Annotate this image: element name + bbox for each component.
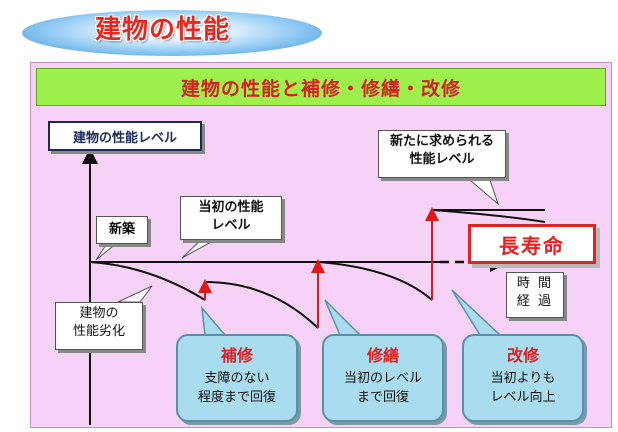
- pointer-degradation: [117, 285, 153, 303]
- pointer-callout-1: [200, 305, 227, 336]
- degradation-curve-1: [89, 261, 206, 301]
- callout-renovation: 修繕 当初のレベル まで回復: [322, 334, 444, 422]
- header-band: 建物の性能と補修・修繕・改修: [36, 68, 606, 106]
- header-text: 建物の性能と補修・修繕・改修: [180, 77, 461, 100]
- degradation-curve-2: [204, 281, 319, 329]
- degradation-curve-4: [431, 209, 546, 223]
- pointer-callout-2: [324, 299, 362, 336]
- title-oval: [22, 10, 322, 56]
- page-title: 建物の性能: [95, 15, 231, 45]
- longevity-label: 長寿命: [468, 224, 596, 264]
- degradation-curve-3: [317, 261, 433, 301]
- pointer-new-level: [468, 179, 500, 206]
- callout-renovation-title: 修繕: [366, 346, 399, 365]
- callout-repair: 補修 支障のない 程度まで回復: [176, 334, 298, 422]
- y-axis-label: 建物の性能レベル: [48, 121, 202, 151]
- time-axis-label: 時 間 経 過: [506, 272, 564, 318]
- pointer-callout-3: [451, 289, 502, 336]
- new-level-label: 新たに求められる 性能レベル: [378, 130, 506, 178]
- callout-improvement: 改修 当初よりも レベル向上: [462, 334, 584, 422]
- degradation-label: 建物の 性能劣化: [55, 302, 143, 350]
- new-build-label: 新築: [96, 216, 148, 244]
- initial-level-label: 当初の性能 レベル: [180, 196, 282, 240]
- callout-improvement-title: 改修: [506, 346, 539, 365]
- pointer-new-build: [95, 241, 120, 261]
- callout-repair-title: 補修: [220, 346, 253, 365]
